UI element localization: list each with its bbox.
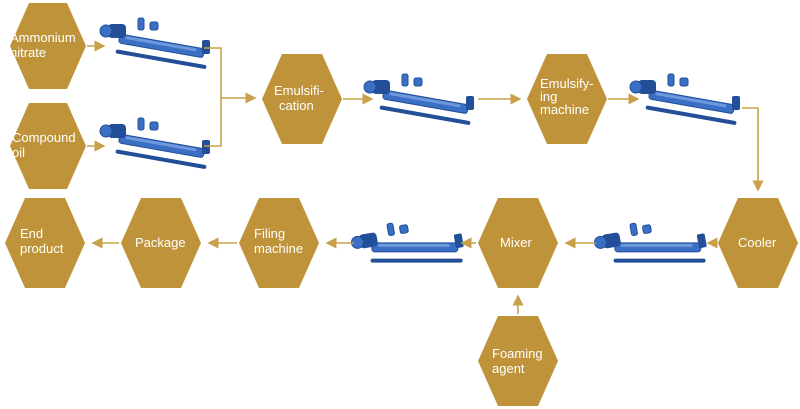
node-label-line: nitrate bbox=[10, 45, 46, 60]
node-label-line: agent bbox=[492, 361, 525, 376]
node-label-line: ing bbox=[540, 89, 557, 104]
node-label-line: Cooler bbox=[738, 235, 777, 250]
node-filing-machine: Filing machine bbox=[239, 198, 319, 288]
screw-pump-icon bbox=[348, 211, 468, 282]
hexagon-shape bbox=[527, 54, 607, 144]
node-compound-oil: Compound oil bbox=[10, 103, 86, 189]
svg-text:Cooler: Cooler bbox=[738, 235, 777, 250]
svg-text:Foaming agent: Foaming agent bbox=[492, 346, 546, 376]
merge-connector bbox=[204, 47, 222, 147]
svg-text:Ammonium nitrate: Ammonium nitrate bbox=[10, 30, 79, 60]
screw-pump-icon bbox=[591, 211, 711, 282]
node-emulsification: Emulsifi- cation bbox=[262, 54, 342, 144]
svg-text:Emulsify- ing mach: Emulsify- ing machine bbox=[540, 76, 597, 117]
svg-text:Mixer: Mixer bbox=[500, 235, 532, 250]
hexagon-shape bbox=[718, 198, 798, 288]
svg-text:Emulsifi- cation: Emulsifi- cation bbox=[274, 83, 327, 113]
node-label-line: product bbox=[20, 241, 64, 256]
node-label-line: Filing bbox=[254, 226, 285, 241]
hexagon-shape bbox=[239, 198, 319, 288]
node-label-line: Emulsifi- bbox=[274, 83, 324, 98]
node-foaming-agent: Foaming agent bbox=[478, 316, 558, 406]
svg-text:Compound oil: Compound oil bbox=[12, 130, 79, 160]
node-end-product: End product bbox=[5, 198, 85, 288]
hexagon-shape bbox=[5, 198, 85, 288]
node-label-line: Emulsify- bbox=[540, 76, 593, 91]
svg-text:End product: End product bbox=[20, 226, 64, 256]
node-mixer: Mixer bbox=[478, 198, 558, 288]
screw-pump-icon bbox=[99, 17, 211, 70]
hexagon-shape bbox=[262, 54, 342, 144]
node-label-line: Mixer bbox=[500, 235, 532, 250]
screw-pump-icon bbox=[629, 73, 741, 126]
svg-text:Filing machine: Filing machine bbox=[254, 226, 303, 256]
node-label-line: machine bbox=[540, 102, 589, 117]
svg-text:Package: Package bbox=[135, 235, 186, 250]
node-label-line: Ammonium bbox=[10, 30, 76, 45]
node-label-line: oil bbox=[12, 145, 25, 160]
node-ammonium-nitrate: Ammonium nitrate bbox=[10, 3, 86, 89]
flow-arrow bbox=[742, 107, 764, 192]
screw-pump-icon bbox=[99, 117, 211, 170]
hexagon-shape bbox=[10, 3, 86, 89]
hexagon-shape bbox=[478, 198, 558, 288]
node-label-line: End bbox=[20, 226, 43, 241]
node-label-line: machine bbox=[254, 241, 303, 256]
hexagon-shape bbox=[10, 103, 86, 189]
screw-pump-icon bbox=[363, 73, 475, 126]
node-emulsifying-machine: Emulsify- ing machine bbox=[527, 54, 607, 144]
node-label-line: Foaming bbox=[492, 346, 543, 361]
node-package: Package bbox=[121, 198, 201, 288]
hexagon-shape bbox=[478, 316, 558, 406]
node-label-line: cation bbox=[279, 98, 314, 113]
node-label-line: Compound bbox=[12, 130, 76, 145]
node-cooler: Cooler bbox=[718, 198, 798, 288]
hexagon-shape bbox=[121, 198, 201, 288]
node-label-line: Package bbox=[135, 235, 186, 250]
